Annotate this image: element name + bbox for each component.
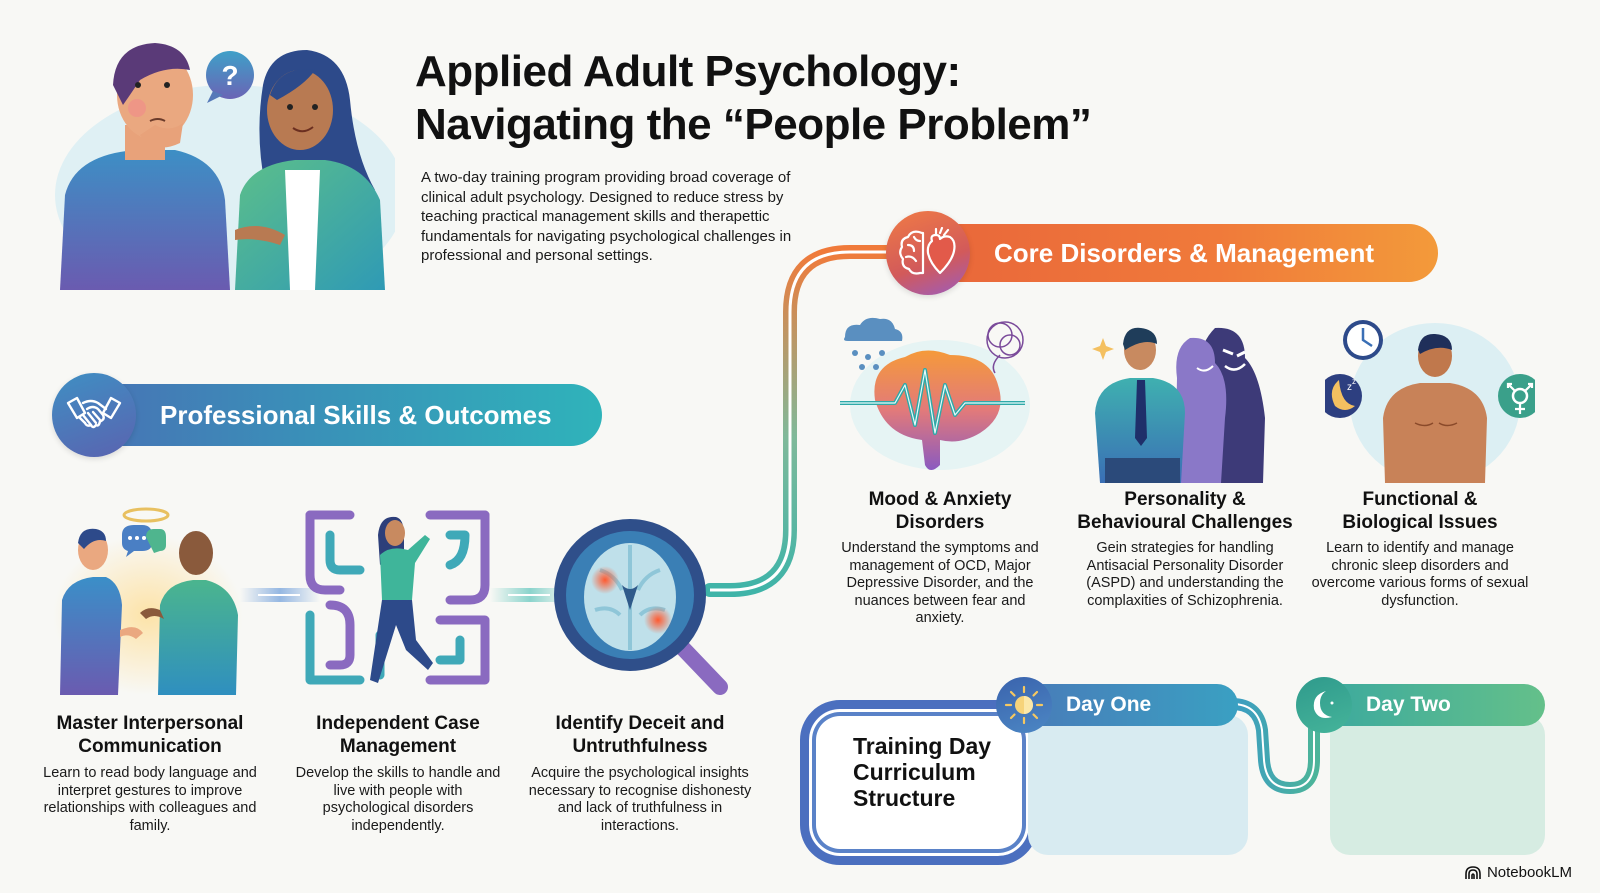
section-core-disorders: Core Disorders & Management	[886, 211, 1438, 295]
magnifier-brain-scan-icon	[550, 515, 740, 695]
day-one-label: Day One	[1066, 693, 1152, 716]
svg-text:z: z	[1347, 382, 1352, 393]
hero-illustration: ?	[45, 25, 405, 305]
card-title: Functional & Biological Issues	[1342, 489, 1498, 533]
page-title: Applied Adult Psychology: Navigating the…	[415, 45, 1195, 151]
two-people-conversation-question-icon: ?	[55, 43, 405, 305]
handshake-icon	[52, 373, 136, 457]
card-description: Learn to identify and manage chronic sle…	[1311, 540, 1529, 609]
card-description: Learn to read body language and interpre…	[43, 765, 257, 834]
notebooklm-logo-icon	[1465, 865, 1481, 879]
day-one-panel	[1028, 715, 1248, 855]
brand-footer: NotebookLM	[1465, 864, 1572, 881]
card-description: Acquire the psychological insights neces…	[528, 765, 752, 834]
card-description: Understand the symptoms and management o…	[841, 540, 1039, 626]
moon-icon	[1296, 677, 1352, 733]
card-title: Mood & Anxiety Disorders	[868, 489, 1012, 533]
card-title: Master Interpersonal Communication	[56, 713, 244, 757]
card-description: Gein strategies for handling Antisacial …	[1086, 540, 1284, 609]
intro-paragraph: A two-day training program providing bro…	[421, 169, 792, 264]
svg-text:?: ?	[221, 60, 238, 91]
brain-heart-icon	[886, 211, 970, 295]
woman-in-maze-icon	[300, 505, 495, 695]
sun-icon	[996, 677, 1052, 733]
section-label: Core Disorders & Management	[994, 237, 1374, 268]
card-title: Identify Deceit and Untruthfulness	[555, 713, 725, 757]
card-title: Personality & Behavioural Challenges	[1077, 489, 1293, 533]
curriculum-frame	[800, 700, 1038, 865]
brain-wave-cloud-icon	[840, 315, 1040, 480]
day-two-label: Day Two	[1366, 693, 1451, 716]
title-line-1: Applied Adult Psychology:	[415, 47, 961, 96]
card-title: Independent Case Management	[316, 713, 480, 757]
section-label: Professional Skills & Outcomes	[160, 399, 552, 430]
split-personality-icon	[1085, 318, 1285, 483]
section-professional-skills: Professional Skills & Outcomes	[52, 373, 602, 457]
body-clock-sleep-gender-icon: z z	[1318, 318, 1542, 483]
brand-label: NotebookLM	[1486, 864, 1572, 881]
svg-text:z: z	[1352, 377, 1356, 386]
day-two-panel	[1330, 715, 1545, 855]
day-two-tab[interactable]: Day Two	[1296, 677, 1545, 733]
curriculum-title: Training Day Curriculum Structure	[853, 733, 992, 811]
day-one-tab[interactable]: Day One	[996, 677, 1238, 733]
title-line-2: Navigating the “People Problem”	[415, 100, 1092, 149]
card-description: Develop the skills to handle and live wi…	[295, 765, 501, 834]
two-people-talking-icon	[48, 505, 248, 695]
